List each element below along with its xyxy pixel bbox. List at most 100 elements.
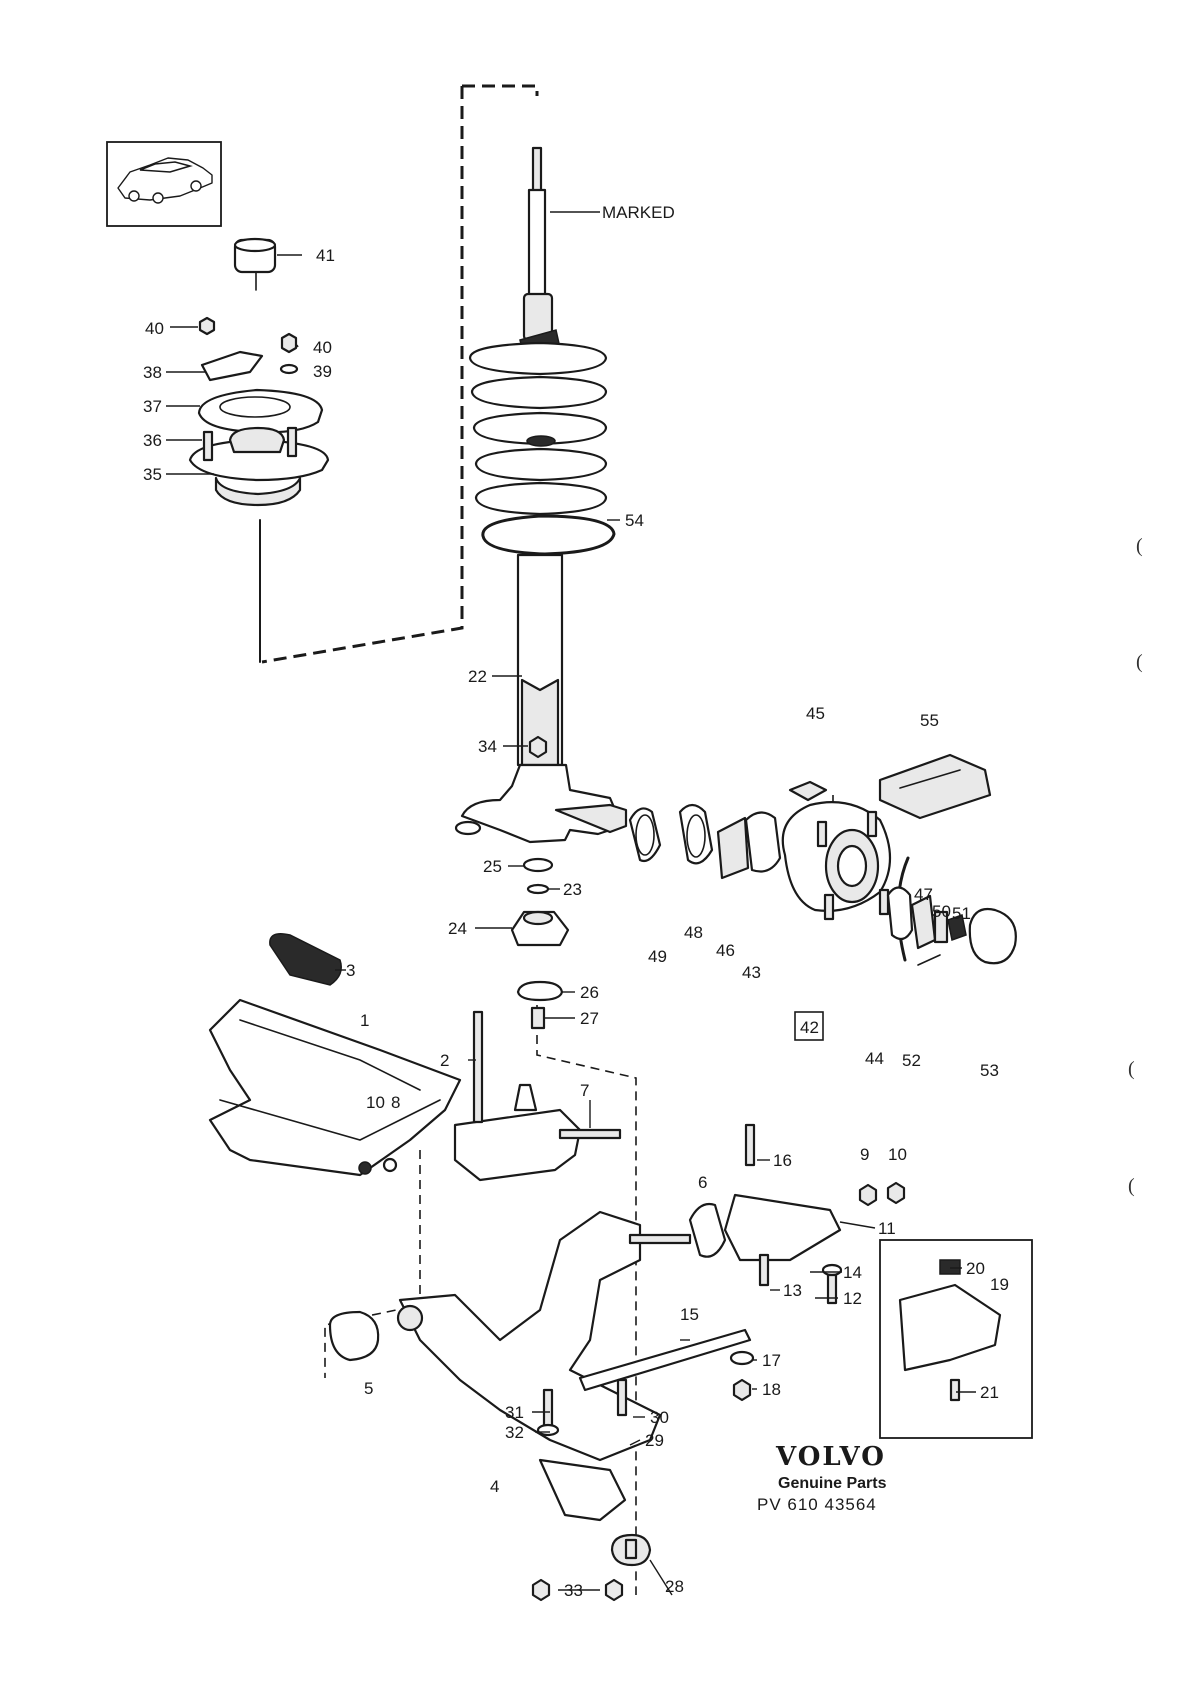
washer-32 (536, 1423, 560, 1437)
bolt-16 (744, 1123, 756, 1167)
label-24: 24 (448, 919, 467, 938)
label-40b: 40 (313, 338, 332, 357)
label-51: 51 (952, 904, 971, 923)
label-29: 29 (645, 1431, 664, 1450)
label-8: 8 (391, 1093, 400, 1112)
washer-25 (522, 857, 554, 873)
bushing-6 (688, 1202, 727, 1258)
label-34: 34 (478, 737, 497, 756)
label-5: 5 (364, 1379, 373, 1398)
label-4: 4 (490, 1477, 499, 1496)
stud-45 (788, 780, 828, 802)
nut-34 (528, 735, 548, 759)
bolt-30 (616, 1378, 628, 1417)
plate-38 (200, 350, 264, 382)
label-1: 1 (360, 1011, 369, 1030)
bump-35 (214, 476, 302, 507)
label-17: 17 (762, 1351, 781, 1370)
spring-coil (468, 341, 608, 376)
lower-bearing-stack (510, 857, 570, 1030)
nut-10 (358, 1161, 372, 1175)
label-45: 45 (806, 704, 825, 723)
part-labels: MARKED 41 40 40 39 38 37 36 35 54 22 34 … (143, 203, 1009, 1600)
label-13: 13 (783, 1281, 802, 1300)
label-44: 44 (865, 1049, 884, 1068)
label-41: 41 (316, 246, 335, 265)
nut-40b (280, 332, 298, 354)
label-52: 52 (902, 1051, 921, 1070)
label-50: 50 (932, 902, 951, 921)
grease-pack-55 (878, 753, 992, 820)
grease-cap-53 (968, 907, 1017, 965)
label-33: 33 (564, 1581, 583, 1600)
bracket-11 (723, 1193, 842, 1262)
label-36: 36 (143, 431, 162, 450)
label-19: 19 (990, 1275, 1009, 1294)
label-53: 53 (980, 1061, 999, 1080)
label-20: 20 (966, 1259, 985, 1278)
nut-40a (198, 316, 216, 336)
nut-33b (604, 1578, 624, 1602)
leader-lines (166, 211, 976, 1596)
piston-rod-top (531, 146, 543, 194)
cotter-52 (917, 954, 941, 966)
strut-top-mount (188, 237, 330, 507)
pad-3 (269, 933, 342, 986)
clip-26 (516, 980, 564, 1002)
ring-23 (526, 883, 550, 895)
nut-51 (947, 914, 967, 941)
label-48: 48 (684, 923, 703, 942)
label-2: 2 (440, 1051, 449, 1070)
piston-rod (527, 188, 547, 300)
washer-39 (279, 363, 299, 375)
bracket-2 (453, 1108, 582, 1182)
label-47: 47 (914, 885, 933, 904)
washer-50 (933, 910, 949, 944)
label-22: 22 (468, 667, 487, 686)
label-7: 7 (580, 1081, 589, 1100)
label-35: 35 (143, 465, 162, 484)
svg-text:(: ( (1128, 1058, 1135, 1080)
label-11: 11 (878, 1219, 896, 1238)
label-marked: MARKED (602, 203, 675, 222)
bolt-13 (758, 1253, 770, 1287)
label-37: 37 (143, 397, 162, 416)
nut-18 (732, 1378, 752, 1402)
nut-33a (531, 1578, 551, 1602)
label-42: 42 (800, 1018, 819, 1037)
washer-17 (729, 1350, 755, 1366)
svg-text:(: ( (1136, 651, 1143, 673)
bolt-31 (542, 1388, 554, 1430)
label-14: 14 (843, 1263, 862, 1282)
label-15: 15 (680, 1305, 699, 1324)
label-26: 26 (580, 983, 599, 1002)
washer-9 (858, 1183, 878, 1207)
label-55: 55 (920, 711, 939, 730)
label-10a: 10 (366, 1093, 385, 1112)
shield-detail-box (879, 1239, 1033, 1439)
car-thumbnail (106, 141, 222, 227)
washer-8 (382, 1157, 398, 1173)
genuine-parts-text: Genuine Parts (778, 1475, 887, 1492)
ball-joint-plate-29 (538, 1458, 627, 1522)
washer-14 (821, 1263, 843, 1277)
bolt-12 (826, 1273, 838, 1305)
label-6: 6 (698, 1173, 707, 1192)
label-30: 30 (650, 1408, 669, 1427)
control-arm-assembly (328, 1123, 906, 1602)
part-code-text: PV 610 43564 (757, 1495, 877, 1514)
label-25: 25 (483, 857, 502, 876)
stabilizer-15 (578, 1328, 752, 1392)
label-23: 23 (563, 880, 582, 899)
label-27: 27 (580, 1009, 599, 1028)
label-38: 38 (143, 363, 162, 382)
label-9: 9 (860, 1145, 869, 1164)
label-16: 16 (773, 1151, 792, 1170)
screw-21 (949, 1378, 961, 1402)
bolt-7 (558, 1128, 622, 1140)
label-31: 31 (505, 1403, 524, 1422)
label-43: 43 (742, 963, 761, 982)
label-28: 28 (665, 1577, 684, 1596)
bearing-46 (716, 816, 750, 880)
